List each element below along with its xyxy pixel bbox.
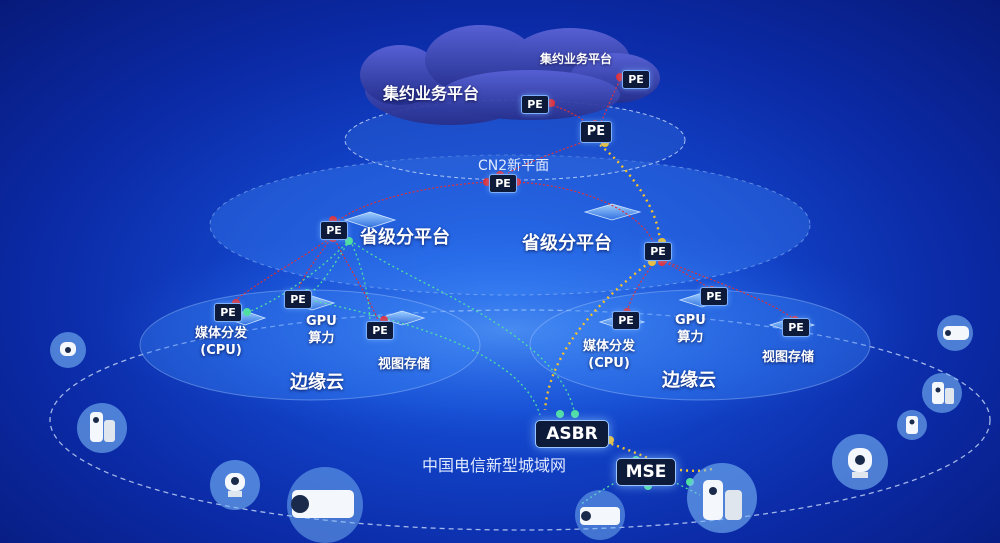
indoor-camera-icon — [77, 403, 127, 453]
asbr-router: ASBR — [535, 420, 609, 448]
pe-router-provincial-right: PE — [644, 242, 672, 261]
pe-router-edge-left-storage: PE — [366, 321, 394, 340]
edge-left-media-label: 媒体分发 (CPU) — [195, 326, 248, 358]
edge-right-media-label: 媒体分发 (CPU) — [583, 339, 636, 371]
bullet-camera-icon — [287, 467, 363, 543]
mse-router: MSE — [616, 458, 676, 486]
dome-camera-icon — [50, 332, 86, 368]
red-links — [231, 79, 796, 321]
pe-router-provincial-left: PE — [320, 221, 348, 240]
outer-layer-disc — [100, 220, 920, 440]
provincial-left-label: 省级分平台 — [360, 227, 450, 248]
pe-router-cloud-small: PE — [622, 70, 650, 89]
indoor-camera-icon — [897, 410, 927, 440]
edge-right-gpu-label: GPU 算力 — [675, 313, 706, 345]
metro-ring — [49, 309, 991, 531]
pe-router-edge-left-media: PE — [214, 303, 242, 322]
cloud-shape — [360, 25, 660, 125]
indoor-camera-icon — [687, 463, 757, 533]
cloud-platform-small-label: 集约业务平台 — [540, 52, 613, 66]
dome-camera-icon — [210, 460, 260, 510]
pe-router-cloud-main: PE — [521, 95, 549, 114]
dome-camera-icon — [937, 315, 973, 351]
indoor-camera-icon — [922, 373, 962, 413]
provincial-right-label: 省级分平台 — [522, 233, 612, 254]
cloud-platform-label: 集约业务平台 — [383, 84, 480, 103]
pe-router-cn2: PE — [489, 174, 517, 193]
metro-network-label: 中国电信新型城域网 — [422, 456, 567, 475]
pe-router-edge-right-media: PE — [612, 311, 640, 330]
pe-router-edge-right-gpu: PE — [700, 287, 728, 306]
edge-left-title: 边缘云 — [290, 372, 344, 393]
edge-left-gpu-label: GPU 算力 — [306, 314, 337, 346]
edge-right-title: 边缘云 — [662, 370, 716, 391]
edge-right-storage-label: 视图存储 — [762, 350, 815, 365]
cn2-plane-label: CN2新平面 — [478, 158, 550, 174]
edge-left-storage-label: 视图存储 — [378, 357, 431, 372]
bullet-camera-icon — [575, 490, 625, 540]
pe-router-edge-right-storage: PE — [782, 318, 810, 337]
camera-devices — [50, 315, 973, 543]
dome-camera-icon — [832, 434, 888, 490]
pe-router-cloud-core: PE — [580, 121, 612, 143]
pe-router-edge-left-gpu: PE — [284, 290, 312, 309]
